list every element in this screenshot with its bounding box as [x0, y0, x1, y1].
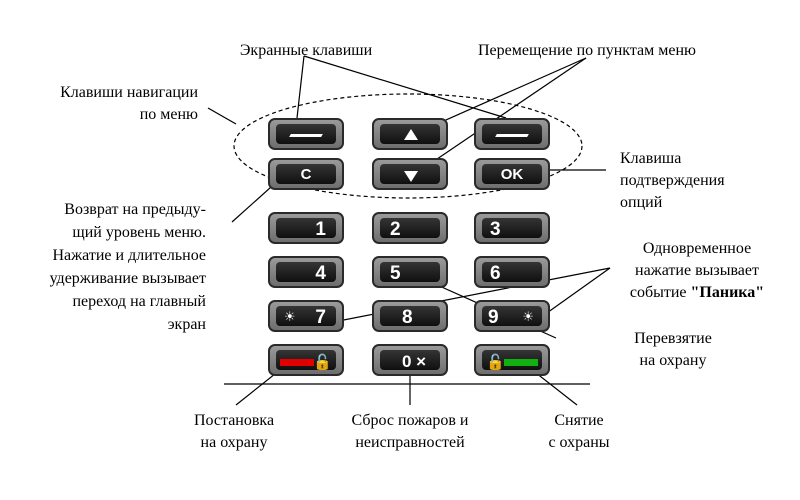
- label-confirm-line3: опций: [620, 194, 663, 211]
- arrow-down-icon: [404, 171, 418, 182]
- line-screen-key-right: [303, 55, 507, 119]
- label-nav-keys-line2: по меню: [139, 106, 198, 123]
- key-0-label: 0 ×: [402, 352, 427, 371]
- label-disarm: Снятие с охраны: [536, 410, 622, 454]
- menu-down-key[interactable]: [372, 158, 448, 190]
- key-6[interactable]: 6: [474, 256, 550, 288]
- label-back-line1: Возврат на предыду-: [64, 201, 206, 218]
- sun-icon: ☀: [284, 309, 296, 324]
- key-4-label: 4: [315, 263, 326, 284]
- label-confirm: Клавиша подтверждения опций: [620, 148, 770, 214]
- key-2-label: 2: [390, 219, 401, 240]
- arrow-up-icon: [404, 129, 418, 140]
- label-panic-line1: Одновременное: [642, 240, 752, 257]
- sun-icon: ☀: [522, 309, 534, 324]
- label-rearm-line2: на охрану: [639, 352, 707, 369]
- key-7-label: 7: [315, 307, 326, 328]
- label-disarm-line1: Снятие: [554, 412, 604, 429]
- label-disarm-line2: с охраны: [548, 434, 610, 451]
- label-screen-keys: Экранные клавиши: [226, 40, 386, 62]
- label-arm-line2: на охрану: [200, 434, 268, 451]
- label-arm: Постановка на охрану: [176, 410, 292, 454]
- key-9-label: 9: [488, 307, 499, 328]
- line-screen-key-left: [296, 55, 305, 119]
- key-4[interactable]: 4: [268, 256, 344, 288]
- c-key-label: C: [300, 166, 312, 183]
- label-back-line2: щий уровень меню.: [72, 224, 206, 241]
- key-1[interactable]: 1: [268, 212, 344, 244]
- screen-key-left[interactable]: [268, 118, 344, 150]
- key-5-label: 5: [390, 263, 401, 284]
- dash-icon: [495, 134, 529, 137]
- menu-up-key[interactable]: [372, 118, 448, 150]
- label-nav-keys: Клавиши навигации по меню: [30, 82, 198, 126]
- label-back-line6: экран: [167, 316, 206, 333]
- line-menu-down: [411, 57, 587, 177]
- navigation-group-ellipse: [233, 93, 583, 199]
- key-6-label: 6: [490, 263, 501, 284]
- label-back: Возврат на предыду- щий уровень меню. На…: [28, 198, 206, 336]
- label-back-line4: удерживание вызывает: [49, 270, 206, 287]
- label-nav-keys-line1: Клавиши навигации: [60, 84, 198, 101]
- line-nav-keys: [207, 107, 237, 125]
- label-reset-line2: неисправностей: [355, 434, 465, 451]
- label-menu-move: Перемещение по пунктам меню: [452, 40, 722, 62]
- key-8[interactable]: 8: [372, 300, 448, 332]
- dash-icon: [289, 134, 323, 137]
- disarm-key[interactable]: 🔓: [474, 344, 550, 376]
- ok-key[interactable]: OK: [474, 158, 550, 190]
- key-1-label: 1: [315, 219, 326, 240]
- label-menu-move-text: Перемещение по пунктам меню: [477, 42, 697, 59]
- label-confirm-line2: подтверждения: [620, 172, 725, 189]
- label-reset-line1: Сброс пожаров и: [351, 412, 469, 429]
- label-panic-line3-text: событие: [629, 284, 691, 301]
- label-panic: Одновременное нажатие вызывает событие "…: [604, 238, 790, 304]
- arm-key[interactable]: 🔓: [268, 344, 344, 376]
- key-5[interactable]: 5: [372, 256, 448, 288]
- ok-key-label: OK: [500, 166, 524, 183]
- c-key[interactable]: C: [268, 158, 344, 190]
- label-rearm-line1: Перевзятие: [634, 330, 712, 347]
- key-8-label: 8: [402, 307, 413, 328]
- unlock-icon: 🔓: [486, 353, 505, 371]
- key-3[interactable]: 3: [474, 212, 550, 244]
- label-panic-line3: событие "Паника": [604, 282, 790, 304]
- label-screen-keys-text: Экранные клавиши: [239, 42, 373, 59]
- arm-indicator-bar: [280, 359, 314, 366]
- label-panic-word: "Паника": [690, 284, 765, 301]
- label-panic-line2: нажатие вызывает: [635, 262, 759, 279]
- key-3-label: 3: [490, 219, 501, 240]
- label-back-line3: Нажатие и длительное: [52, 247, 206, 264]
- key-7[interactable]: ☀ 7: [268, 300, 344, 332]
- screen-key-right[interactable]: [474, 118, 550, 150]
- label-rearm: Перевзятие на охрану: [610, 328, 736, 372]
- label-arm-line1: Постановка: [193, 412, 275, 429]
- key-9[interactable]: 9 ☀: [474, 300, 550, 332]
- lock-icon: 🔓: [313, 353, 332, 371]
- label-back-line5: переход на главный: [72, 293, 206, 310]
- disarm-indicator-bar: [504, 359, 538, 366]
- key-2[interactable]: 2: [372, 212, 448, 244]
- label-confirm-line1: Клавиша: [620, 150, 682, 167]
- label-reset: Сброс пожаров и неисправностей: [340, 410, 480, 454]
- key-0-reset[interactable]: 0 ×: [372, 344, 448, 376]
